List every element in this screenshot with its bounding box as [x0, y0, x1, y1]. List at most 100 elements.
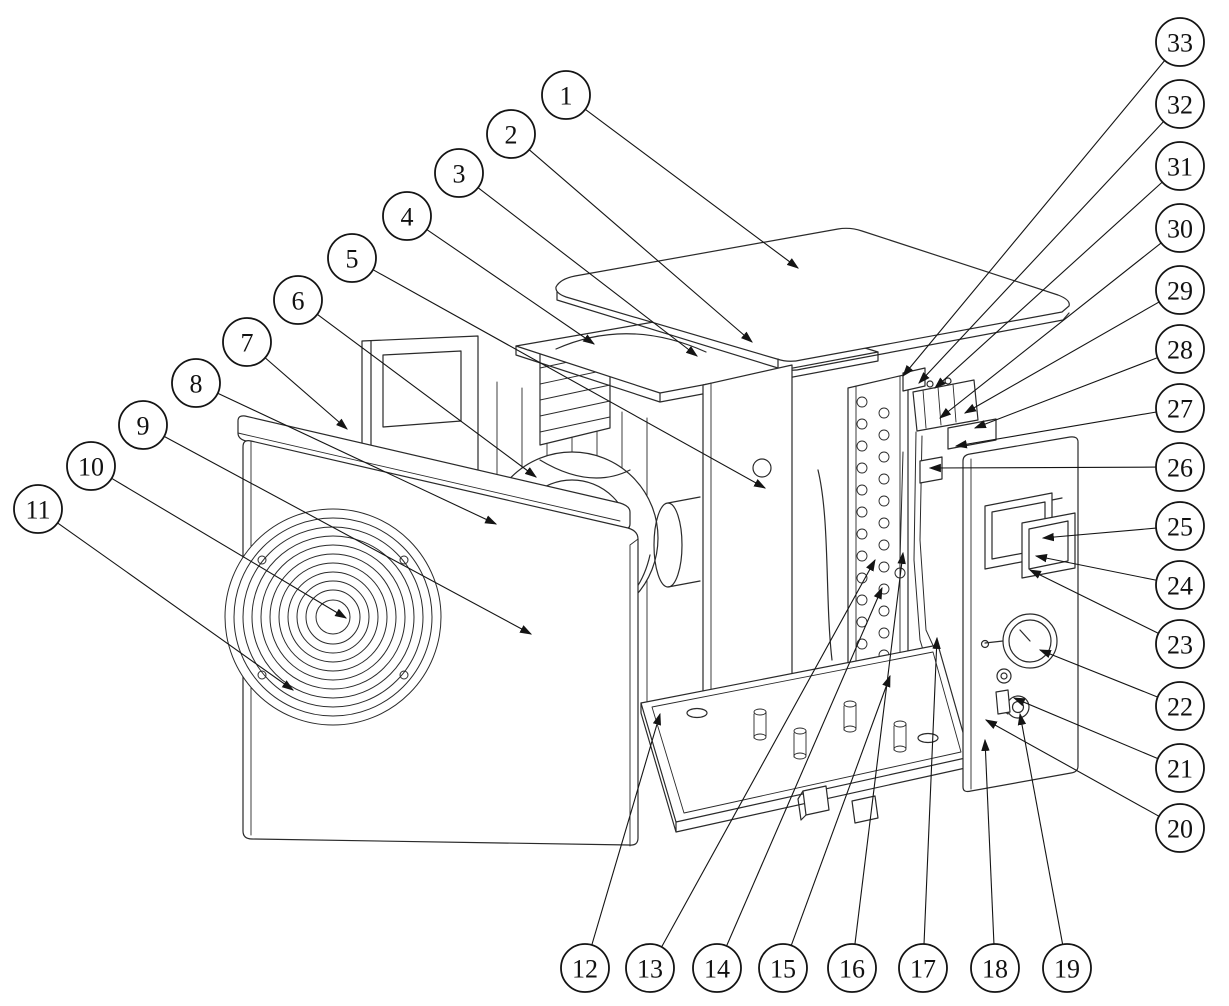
balloon-number-11: 11	[25, 496, 50, 525]
leader-line-11	[57, 522, 294, 691]
leader-line-10	[111, 477, 348, 619]
callout-balloon-26: 26	[1155, 442, 1205, 492]
callout-balloon-4: 4	[382, 191, 432, 241]
balloon-number-23: 23	[1167, 631, 1193, 660]
callout-balloon-24: 24	[1155, 560, 1205, 610]
callout-balloon-27: 27	[1155, 383, 1205, 433]
callout-balloon-11: 11	[13, 484, 63, 534]
callout-balloon-9: 9	[118, 400, 168, 450]
balloon-circle-8	[171, 358, 221, 408]
callout-balloon-6: 6	[273, 275, 323, 325]
callout-balloon-18: 18	[970, 943, 1020, 993]
balloon-circle-20	[1155, 803, 1205, 853]
balloon-circle-14	[692, 943, 742, 993]
leader-line-8	[217, 392, 498, 525]
water-union-fitting	[996, 690, 1029, 718]
balloon-number-28: 28	[1167, 336, 1193, 365]
leader-line-2	[528, 149, 753, 343]
callout-balloon-16: 16	[827, 943, 877, 993]
leader-line-1	[584, 108, 799, 269]
leader-line-24	[1034, 553, 1157, 581]
callout-balloon-30: 30	[1155, 203, 1205, 253]
balloon-circle-25	[1155, 501, 1205, 551]
balloon-number-29: 29	[1167, 277, 1193, 306]
balloon-circle-6	[273, 275, 323, 325]
balloon-circle-28	[1155, 324, 1205, 374]
balloon-number-10: 10	[78, 453, 104, 482]
leader-line-18	[981, 738, 995, 945]
callout-balloon-7: 7	[222, 317, 272, 367]
balloon-circle-23	[1155, 619, 1205, 669]
callout-balloon-2: 2	[486, 109, 536, 159]
balloon-circle-26	[1155, 442, 1205, 492]
balloon-circle-30	[1155, 203, 1205, 253]
front-top-rail	[238, 416, 630, 529]
balloon-number-24: 24	[1167, 572, 1193, 601]
balloon-number-13: 13	[637, 955, 663, 984]
callout-balloon-1: 1	[541, 70, 591, 120]
balloon-circle-5	[327, 233, 377, 283]
balloon-circle-3	[434, 148, 484, 198]
balloon-circle-4	[382, 191, 432, 241]
right-side-panel	[963, 437, 1078, 792]
callout-balloon-25: 25	[1155, 501, 1205, 551]
leader-line-32	[918, 121, 1165, 384]
balloon-number-16: 16	[839, 955, 865, 984]
leader-line-6	[316, 313, 537, 478]
leader-line-30	[939, 242, 1162, 419]
callout-balloon-8: 8	[171, 358, 221, 408]
callout-balloon-19: 19	[1042, 943, 1092, 993]
balloon-number-9: 9	[137, 412, 150, 441]
balloon-circle-24	[1155, 560, 1205, 610]
callout-balloon-5: 5	[327, 233, 377, 283]
mounting-brackets	[798, 786, 878, 823]
balloon-number-12: 12	[572, 955, 598, 984]
balloon-number-14: 14	[704, 955, 730, 984]
balloon-number-21: 21	[1167, 755, 1193, 784]
balloon-circle-10	[66, 441, 116, 491]
leader-line-17	[923, 636, 941, 945]
leader-line-21	[1012, 697, 1159, 760]
balloon-number-30: 30	[1167, 215, 1193, 244]
balloon-number-4: 4	[401, 203, 414, 232]
service-port-center	[1001, 673, 1007, 679]
leader-line-7	[264, 357, 348, 430]
callout-balloon-31: 31	[1155, 141, 1205, 191]
leader-line-5	[372, 269, 767, 489]
balloon-number-32: 32	[1167, 91, 1193, 120]
leader-line-14	[726, 586, 883, 947]
balloon-circle-21	[1155, 743, 1205, 793]
balloon-number-15: 15	[770, 955, 796, 984]
callout-balloon-33: 33	[1155, 17, 1205, 67]
balloon-circle-11	[13, 484, 63, 534]
balloon-circle-19	[1042, 943, 1092, 993]
callout-balloon-23: 23	[1155, 619, 1205, 669]
leader-line-12	[591, 712, 661, 946]
leader-line-13	[661, 558, 876, 948]
callout-balloon-22: 22	[1155, 681, 1205, 731]
balloon-circle-13	[625, 943, 675, 993]
balloon-number-7: 7	[241, 329, 254, 358]
leader-line-28	[973, 357, 1158, 429]
callout-balloon-32: 32	[1155, 79, 1205, 129]
leader-line-25	[1041, 527, 1157, 542]
leader-line-19	[1017, 712, 1064, 945]
balloon-number-1: 1	[560, 82, 573, 111]
balloon-number-8: 8	[190, 370, 203, 399]
balloon-number-6: 6	[292, 287, 305, 316]
balloon-circle-17	[898, 943, 948, 993]
base-pan	[641, 645, 970, 832]
callout-balloon-20: 20	[1155, 803, 1205, 853]
callout-balloon-21: 21	[1155, 743, 1205, 793]
balloon-number-17: 17	[910, 955, 936, 984]
balloon-circle-9	[118, 400, 168, 450]
fan-grille	[225, 509, 441, 725]
balloon-number-18: 18	[982, 955, 1008, 984]
callout-balloon-10: 10	[66, 441, 116, 491]
callout-balloon-3: 3	[434, 148, 484, 198]
balloon-number-3: 3	[453, 160, 466, 189]
callout-balloon-29: 29	[1155, 265, 1205, 315]
leader-line-20	[984, 719, 1160, 817]
